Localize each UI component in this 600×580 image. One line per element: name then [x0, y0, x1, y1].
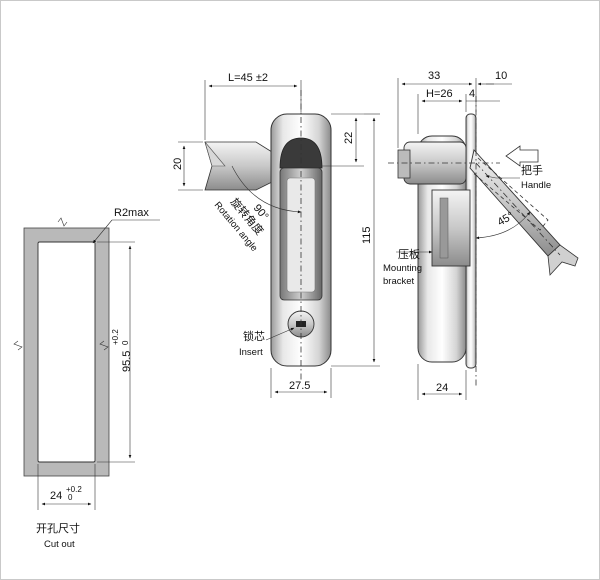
insert-label-en: Insert: [239, 347, 263, 358]
dim-95-5-tol-lower: 0: [121, 340, 130, 345]
dim-115: 115: [361, 226, 373, 244]
side-centerline-handle: [475, 162, 561, 256]
break-mark-top: [57, 217, 68, 227]
bracket-label-en-2: bracket: [383, 276, 415, 287]
insert-leader: [265, 327, 295, 341]
mounting-bracket: [431, 189, 471, 267]
latch-tongue: [204, 141, 273, 191]
handle-label-cn: 把手: [521, 163, 543, 177]
handle-leader: [485, 175, 497, 179]
bracket-label-cn: 压板: [398, 247, 420, 261]
dim-95-5: 95.5: [121, 351, 133, 372]
dim-H: H=26: [426, 88, 453, 100]
cutout-hole: [37, 241, 96, 463]
cutout-caption-cn: 开孔尺寸: [36, 521, 80, 535]
dim-4: 4: [469, 88, 475, 100]
break-mark-right: [99, 340, 109, 351]
break-mark-left: [13, 340, 23, 351]
r2max-leader: [92, 219, 113, 244]
dim-95-5-tol-upper: +0.2: [111, 329, 120, 345]
bracket-label-en-1: Mounting: [383, 263, 422, 274]
side-view: 33 10 H=26 4 24 45° 把手 Handle 压板 Mountin…: [383, 70, 579, 400]
dim-27-5: 27.5: [289, 380, 310, 392]
r2max-label: R2max: [114, 207, 149, 219]
handle-closed-outline: [471, 157, 549, 231]
dim-22: 22: [343, 132, 355, 144]
cutout-view: R2max 95.5 +0.2 0 24 +0.2 0 开孔尺寸 Cut out: [13, 207, 160, 550]
dim-24-tol-upper: +0.2: [66, 485, 82, 494]
front-view: L=45 ±2 20 22 115 27.5 90° 旋转角度 Rotation…: [172, 72, 380, 398]
dim-10: 10: [495, 70, 507, 82]
dim-24: 24: [50, 490, 62, 502]
dim-24-side: 24: [436, 382, 448, 394]
handle-arrow-icon: [505, 145, 539, 167]
cutout-caption-en: Cut out: [44, 539, 75, 550]
handle-tip: [547, 244, 579, 276]
dim-20: 20: [172, 158, 184, 170]
angle-45-arc: [475, 211, 531, 240]
dim-33: 33: [428, 70, 440, 82]
dim-24-tol-lower: 0: [68, 493, 73, 502]
shaft-nut: [397, 149, 411, 179]
insert-label-cn: 锁芯: [243, 329, 265, 343]
rotation-arc: [231, 165, 302, 214]
handle-label-en: Handle: [521, 180, 551, 191]
dim-L: L=45 ±2: [228, 72, 268, 84]
